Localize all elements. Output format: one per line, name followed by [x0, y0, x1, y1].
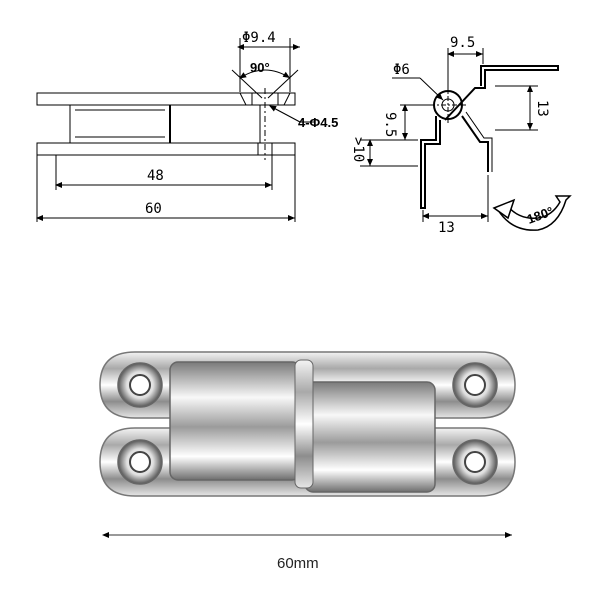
hinge-photo: 60mm [99, 351, 516, 572]
top-plate [36, 92, 296, 106]
base-width-label: 13 [438, 220, 455, 236]
bottom-plate [36, 142, 296, 156]
offset-top-label: 9.5 [450, 35, 475, 51]
mount-hole-bottom-left [117, 439, 163, 485]
mount-hole-top-right [452, 362, 498, 408]
pin-height-label: 9.5 [382, 112, 398, 137]
mount-hole-top-left [117, 362, 163, 408]
barrel-right [304, 381, 436, 493]
angle-label: 90° [250, 60, 270, 75]
front-view: Φ9.4 90° 4-Φ4.5 48 60 [36, 30, 338, 222]
total-length-label: 60 [145, 201, 162, 217]
upper-leaf [444, 65, 559, 121]
height-label: 13 [534, 100, 550, 117]
hole-dia-label: Φ9.4 [242, 30, 276, 46]
knuckle-joint [294, 359, 314, 489]
lower-leaf [420, 116, 441, 209]
barrel-left [169, 361, 301, 481]
length-caption: 60mm [277, 555, 319, 572]
inner-length-label: 48 [147, 168, 164, 184]
side-view: Φ6 9.5 13 9.5 >10 13 180° [350, 35, 572, 236]
knuckle-right [169, 104, 261, 144]
rotation-arrow-icon: 180° [492, 195, 572, 231]
pin-dia-label: Φ6 [393, 62, 410, 78]
gap-label: >10 [350, 137, 366, 162]
mount-hole-bottom-right [452, 439, 498, 485]
mount-holes-label: 4-Φ4.5 [298, 115, 338, 130]
